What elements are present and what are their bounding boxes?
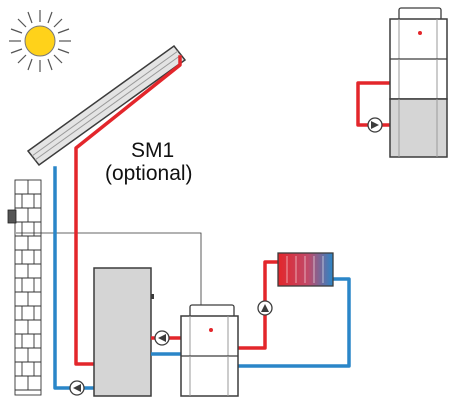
module-name-label: SM1 xyxy=(131,139,174,162)
wall-icon xyxy=(14,179,42,396)
pump-icon xyxy=(69,380,85,396)
pump-icon xyxy=(154,330,170,346)
sun-icon xyxy=(9,10,71,72)
module-note-label: (optional) xyxy=(105,162,193,185)
boiler-icon xyxy=(180,304,239,397)
solar-collector-icon xyxy=(26,44,187,167)
storage-tank-icon xyxy=(93,267,154,397)
outdoor-sensor-icon xyxy=(7,209,17,224)
pump-icon xyxy=(257,300,273,316)
pump-icon xyxy=(367,117,383,133)
radiator-icon xyxy=(277,252,334,287)
boiler-icon xyxy=(389,7,448,158)
